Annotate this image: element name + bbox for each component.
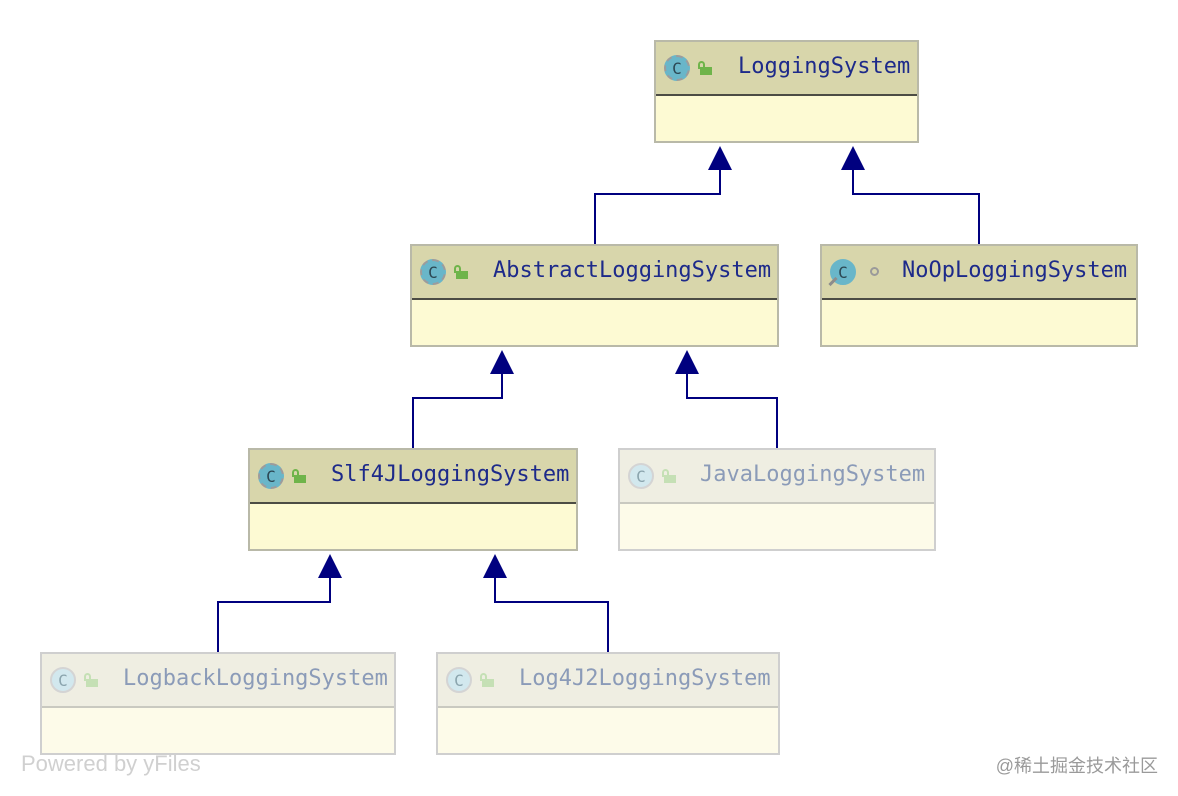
class-header: C LoggingSystem	[656, 42, 917, 96]
class-name: JavaLoggingSystem	[700, 462, 926, 487]
class-name: NoOpLoggingSystem	[902, 258, 1128, 283]
public-lock-icon	[662, 469, 676, 483]
abstract-class-icon: C	[420, 259, 446, 285]
inheritance-edge	[217, 578, 331, 652]
class-header: C LogbackLoggingSystem	[42, 654, 394, 708]
class-node-javaloggingsystem[interactable]: C JavaLoggingSystem	[618, 448, 936, 551]
inheritance-arrowhead	[483, 554, 507, 578]
static-marker-icon	[828, 276, 838, 286]
inheritance-arrowhead	[490, 350, 514, 374]
public-lock-icon	[698, 61, 712, 75]
inheritance-edge	[494, 578, 609, 652]
inheritance-edge	[852, 170, 980, 244]
powered-by-label: Powered by yFiles	[21, 751, 201, 776]
class-header: C NoOpLoggingSystem	[822, 246, 1136, 300]
inheritance-arrowhead	[675, 350, 699, 374]
inheritance-edge	[594, 170, 721, 244]
inheritance-edge	[686, 374, 778, 448]
package-private-icon	[870, 267, 879, 276]
inheritance-arrowhead	[708, 146, 732, 170]
public-lock-icon	[84, 673, 98, 687]
class-name: LoggingSystem	[738, 54, 911, 79]
class-icon: C	[446, 667, 472, 693]
watermark-label: @稀土掘金技术社区	[995, 756, 1158, 776]
class-name: Slf4JLoggingSystem	[331, 462, 570, 487]
class-name: AbstractLoggingSystem	[493, 258, 772, 283]
abstract-class-icon: C	[664, 55, 690, 81]
class-node-slf4jloggingsystem[interactable]: C Slf4JLoggingSystem	[248, 448, 578, 551]
class-node-abstractloggingsystem[interactable]: C AbstractLoggingSystem	[410, 244, 779, 347]
class-node-log4j2loggingsystem[interactable]: C Log4J2LoggingSystem	[436, 652, 780, 755]
public-lock-icon	[480, 673, 494, 687]
abstract-class-icon: C	[258, 463, 284, 489]
public-lock-icon	[454, 265, 468, 279]
inheritance-arrowhead	[318, 554, 342, 578]
class-header: C Slf4JLoggingSystem	[250, 450, 576, 504]
inheritance-edge	[412, 374, 503, 448]
inheritance-arrowhead	[841, 146, 865, 170]
class-header: C JavaLoggingSystem	[620, 450, 934, 504]
class-node-loggingsystem[interactable]: C LoggingSystem	[654, 40, 919, 143]
class-node-nooploggingsystem[interactable]: C NoOpLoggingSystem	[820, 244, 1138, 347]
class-icon: C	[628, 463, 654, 489]
public-lock-icon	[292, 469, 306, 483]
class-header: C Log4J2LoggingSystem	[438, 654, 778, 708]
class-header: C AbstractLoggingSystem	[412, 246, 777, 300]
class-name: Log4J2LoggingSystem	[519, 666, 771, 691]
class-name: LogbackLoggingSystem	[123, 666, 388, 691]
class-icon: C	[50, 667, 76, 693]
class-node-logbackloggingsystem[interactable]: C LogbackLoggingSystem	[40, 652, 396, 755]
